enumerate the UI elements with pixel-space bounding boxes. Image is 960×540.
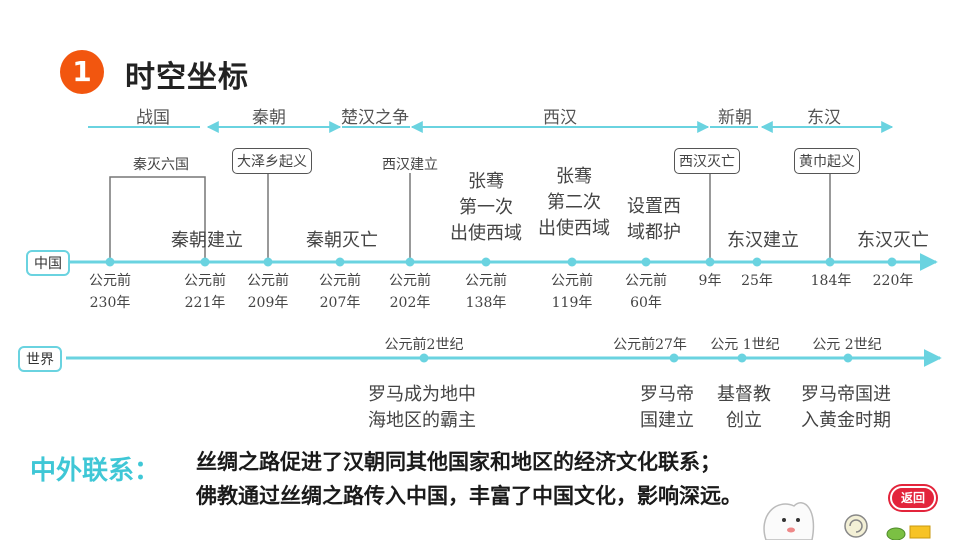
- period-xin: 新朝: [718, 108, 752, 128]
- period-qin: 秦朝: [252, 108, 286, 128]
- event-qin-destroys-six: 秦灭六国: [133, 157, 189, 173]
- world-date-2nd-century: 公元 2世纪: [812, 337, 882, 353]
- event-donghan-fall: 东汉灭亡: [857, 230, 929, 251]
- period-chuhan: 楚汉之争: [341, 108, 409, 128]
- event-yellow-turban: 黄巾起义: [794, 148, 860, 174]
- event-zhangqian-second: 张骞 第二次 出使西域: [538, 166, 610, 239]
- section-number-badge: 1: [60, 50, 104, 94]
- world-event-rome-hegemon: 罗马成为地中海地区的霸主: [368, 384, 476, 431]
- world-axis-label: 世界: [18, 346, 62, 372]
- event-qin-founded: 秦朝建立: [171, 230, 243, 251]
- world-event-christianity: 基督教创立: [717, 384, 771, 431]
- world-date-27bc: 公元前27年: [613, 337, 687, 353]
- event-donghan-founded: 东汉建立: [727, 230, 799, 251]
- event-xihan-fall: 西汉灭亡: [674, 148, 740, 174]
- summary-line-2: 佛教通过丝绸之路传入中国，丰富了中国文化，影响深远。: [196, 484, 742, 508]
- world-event-roman-empire: 罗马帝国建立: [640, 384, 694, 431]
- summary-label: 中外联系：: [30, 456, 161, 486]
- world-date-2nd-century-bc: 公元前2世纪: [384, 337, 464, 353]
- back-button[interactable]: 返回: [890, 486, 936, 510]
- world-date-1st-century: 公元 1世纪: [710, 337, 780, 353]
- period-zhanguo: 战国: [136, 108, 170, 128]
- mascot-decoration: [763, 502, 931, 540]
- event-xiyu-duhu: 设置西 域都护: [627, 196, 681, 243]
- date-25ad: 25年: [741, 273, 773, 289]
- event-dazexiang: 大泽乡起义: [232, 148, 312, 174]
- event-zhangqian-first: 张骞 第一次 出使西域: [450, 171, 522, 244]
- date-184ad: 184年: [810, 273, 852, 289]
- page-title: 时空坐标: [125, 60, 249, 95]
- event-xihan-founded: 西汉建立: [382, 157, 438, 173]
- period-donghan: 东汉: [807, 108, 841, 128]
- date-220ad: 220年: [872, 273, 914, 289]
- world-event-golden-age: 罗马帝国进入黄金时期: [801, 384, 891, 431]
- period-xihan: 西汉: [543, 108, 577, 128]
- summary-line-1: 丝绸之路促进了汉朝同其他国家和地区的经济文化联系；: [196, 450, 721, 474]
- china-axis-label: 中国: [26, 250, 70, 276]
- event-qin-fall: 秦朝灭亡: [306, 230, 378, 251]
- date-9ad: 9年: [698, 273, 722, 289]
